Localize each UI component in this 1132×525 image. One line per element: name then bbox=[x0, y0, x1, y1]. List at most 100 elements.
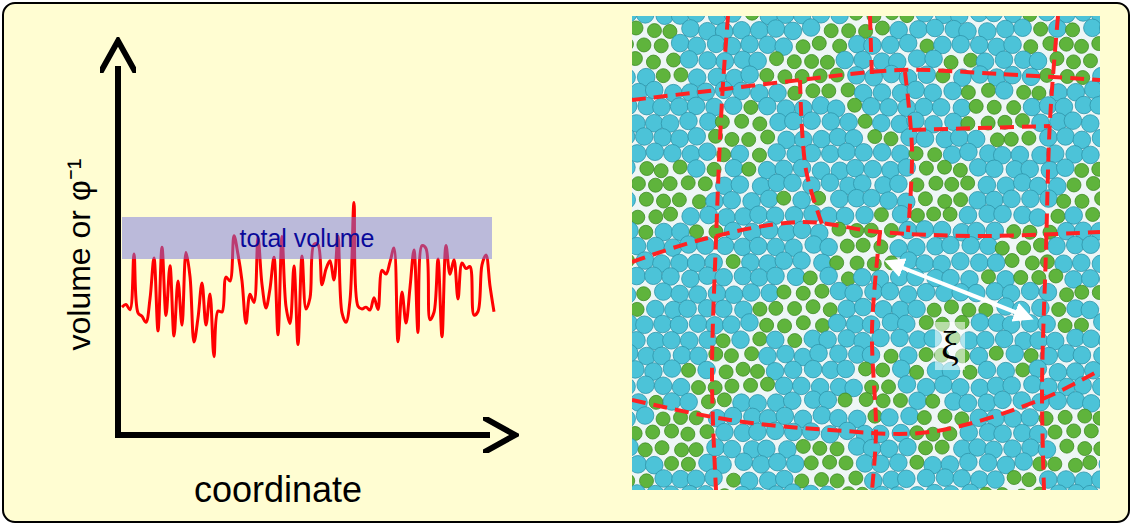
particle bbox=[1017, 85, 1031, 99]
particle bbox=[1092, 37, 1100, 51]
particle bbox=[745, 347, 759, 361]
particle bbox=[961, 85, 975, 99]
particle bbox=[909, 392, 927, 410]
particle bbox=[741, 35, 759, 53]
particle bbox=[831, 16, 849, 24]
particle bbox=[1086, 177, 1100, 191]
particle bbox=[726, 255, 740, 269]
particle bbox=[1081, 485, 1099, 490]
particle bbox=[717, 393, 731, 407]
particle bbox=[768, 144, 786, 162]
particle bbox=[725, 379, 739, 393]
particle bbox=[682, 208, 700, 226]
particle bbox=[744, 100, 758, 114]
particle bbox=[775, 252, 793, 270]
particle bbox=[881, 282, 899, 300]
particle bbox=[716, 423, 734, 441]
particle bbox=[820, 55, 834, 69]
particle bbox=[637, 38, 651, 52]
particle bbox=[654, 164, 668, 178]
particle bbox=[723, 316, 741, 334]
particle bbox=[1025, 256, 1039, 270]
particle bbox=[632, 426, 642, 440]
particle bbox=[953, 163, 967, 177]
particle bbox=[960, 143, 978, 161]
particle bbox=[682, 363, 696, 377]
particle bbox=[688, 128, 706, 146]
particle bbox=[932, 99, 950, 117]
particle bbox=[750, 206, 768, 224]
particle bbox=[725, 159, 743, 177]
cell-boundary bbox=[632, 70, 1100, 100]
particle bbox=[742, 162, 756, 176]
particle bbox=[908, 487, 926, 490]
particle bbox=[715, 300, 733, 318]
particle bbox=[1022, 131, 1036, 145]
particle bbox=[679, 300, 697, 318]
particle bbox=[848, 98, 862, 112]
particle bbox=[821, 174, 839, 192]
particle bbox=[796, 40, 810, 54]
particle bbox=[935, 376, 953, 394]
particle bbox=[777, 285, 791, 299]
length-symbol: ξ bbox=[935, 322, 965, 370]
particle bbox=[880, 192, 898, 210]
particle bbox=[691, 381, 705, 395]
particle bbox=[890, 454, 908, 472]
particle bbox=[1049, 269, 1063, 283]
particle bbox=[1066, 23, 1080, 37]
particle bbox=[675, 443, 689, 457]
panel bbox=[3, 3, 1129, 522]
particle bbox=[732, 331, 750, 349]
cell-boundary bbox=[1042, 16, 1058, 490]
particle bbox=[1094, 442, 1100, 456]
particle bbox=[760, 190, 778, 208]
particle bbox=[821, 145, 839, 163]
particle bbox=[1017, 241, 1031, 255]
cell-boundary bbox=[912, 126, 1050, 130]
particle bbox=[733, 486, 751, 490]
particle bbox=[640, 162, 654, 176]
particle bbox=[990, 133, 1004, 147]
particle bbox=[891, 329, 909, 347]
particle bbox=[830, 442, 844, 456]
particle bbox=[744, 378, 758, 392]
particle bbox=[943, 207, 957, 221]
particle bbox=[796, 286, 810, 300]
particle bbox=[776, 407, 794, 425]
particle bbox=[981, 270, 995, 284]
particle bbox=[838, 143, 856, 161]
particle bbox=[649, 210, 663, 224]
particle bbox=[654, 377, 672, 395]
particle bbox=[632, 68, 635, 86]
particle bbox=[1051, 209, 1065, 223]
particle bbox=[778, 319, 792, 333]
particle bbox=[804, 360, 822, 378]
particle bbox=[804, 456, 818, 470]
particle bbox=[989, 346, 1003, 360]
particle bbox=[1066, 236, 1084, 254]
particle bbox=[635, 128, 653, 146]
particle bbox=[1004, 132, 1018, 146]
particle bbox=[945, 177, 959, 191]
particle bbox=[1034, 22, 1048, 36]
particle bbox=[724, 349, 738, 363]
particle bbox=[777, 345, 795, 363]
particle bbox=[689, 315, 707, 333]
particle bbox=[736, 362, 750, 376]
cell-boundary bbox=[632, 222, 1100, 262]
particle bbox=[750, 364, 764, 378]
particle bbox=[876, 363, 890, 377]
particle bbox=[938, 409, 952, 423]
particle bbox=[882, 380, 896, 394]
particle bbox=[942, 236, 960, 254]
particle bbox=[985, 16, 1003, 22]
particle bbox=[873, 486, 891, 490]
particle bbox=[820, 238, 838, 256]
particle bbox=[632, 456, 647, 474]
particle bbox=[977, 331, 995, 349]
particle bbox=[784, 484, 802, 490]
particle bbox=[962, 303, 976, 317]
particle bbox=[784, 174, 802, 192]
